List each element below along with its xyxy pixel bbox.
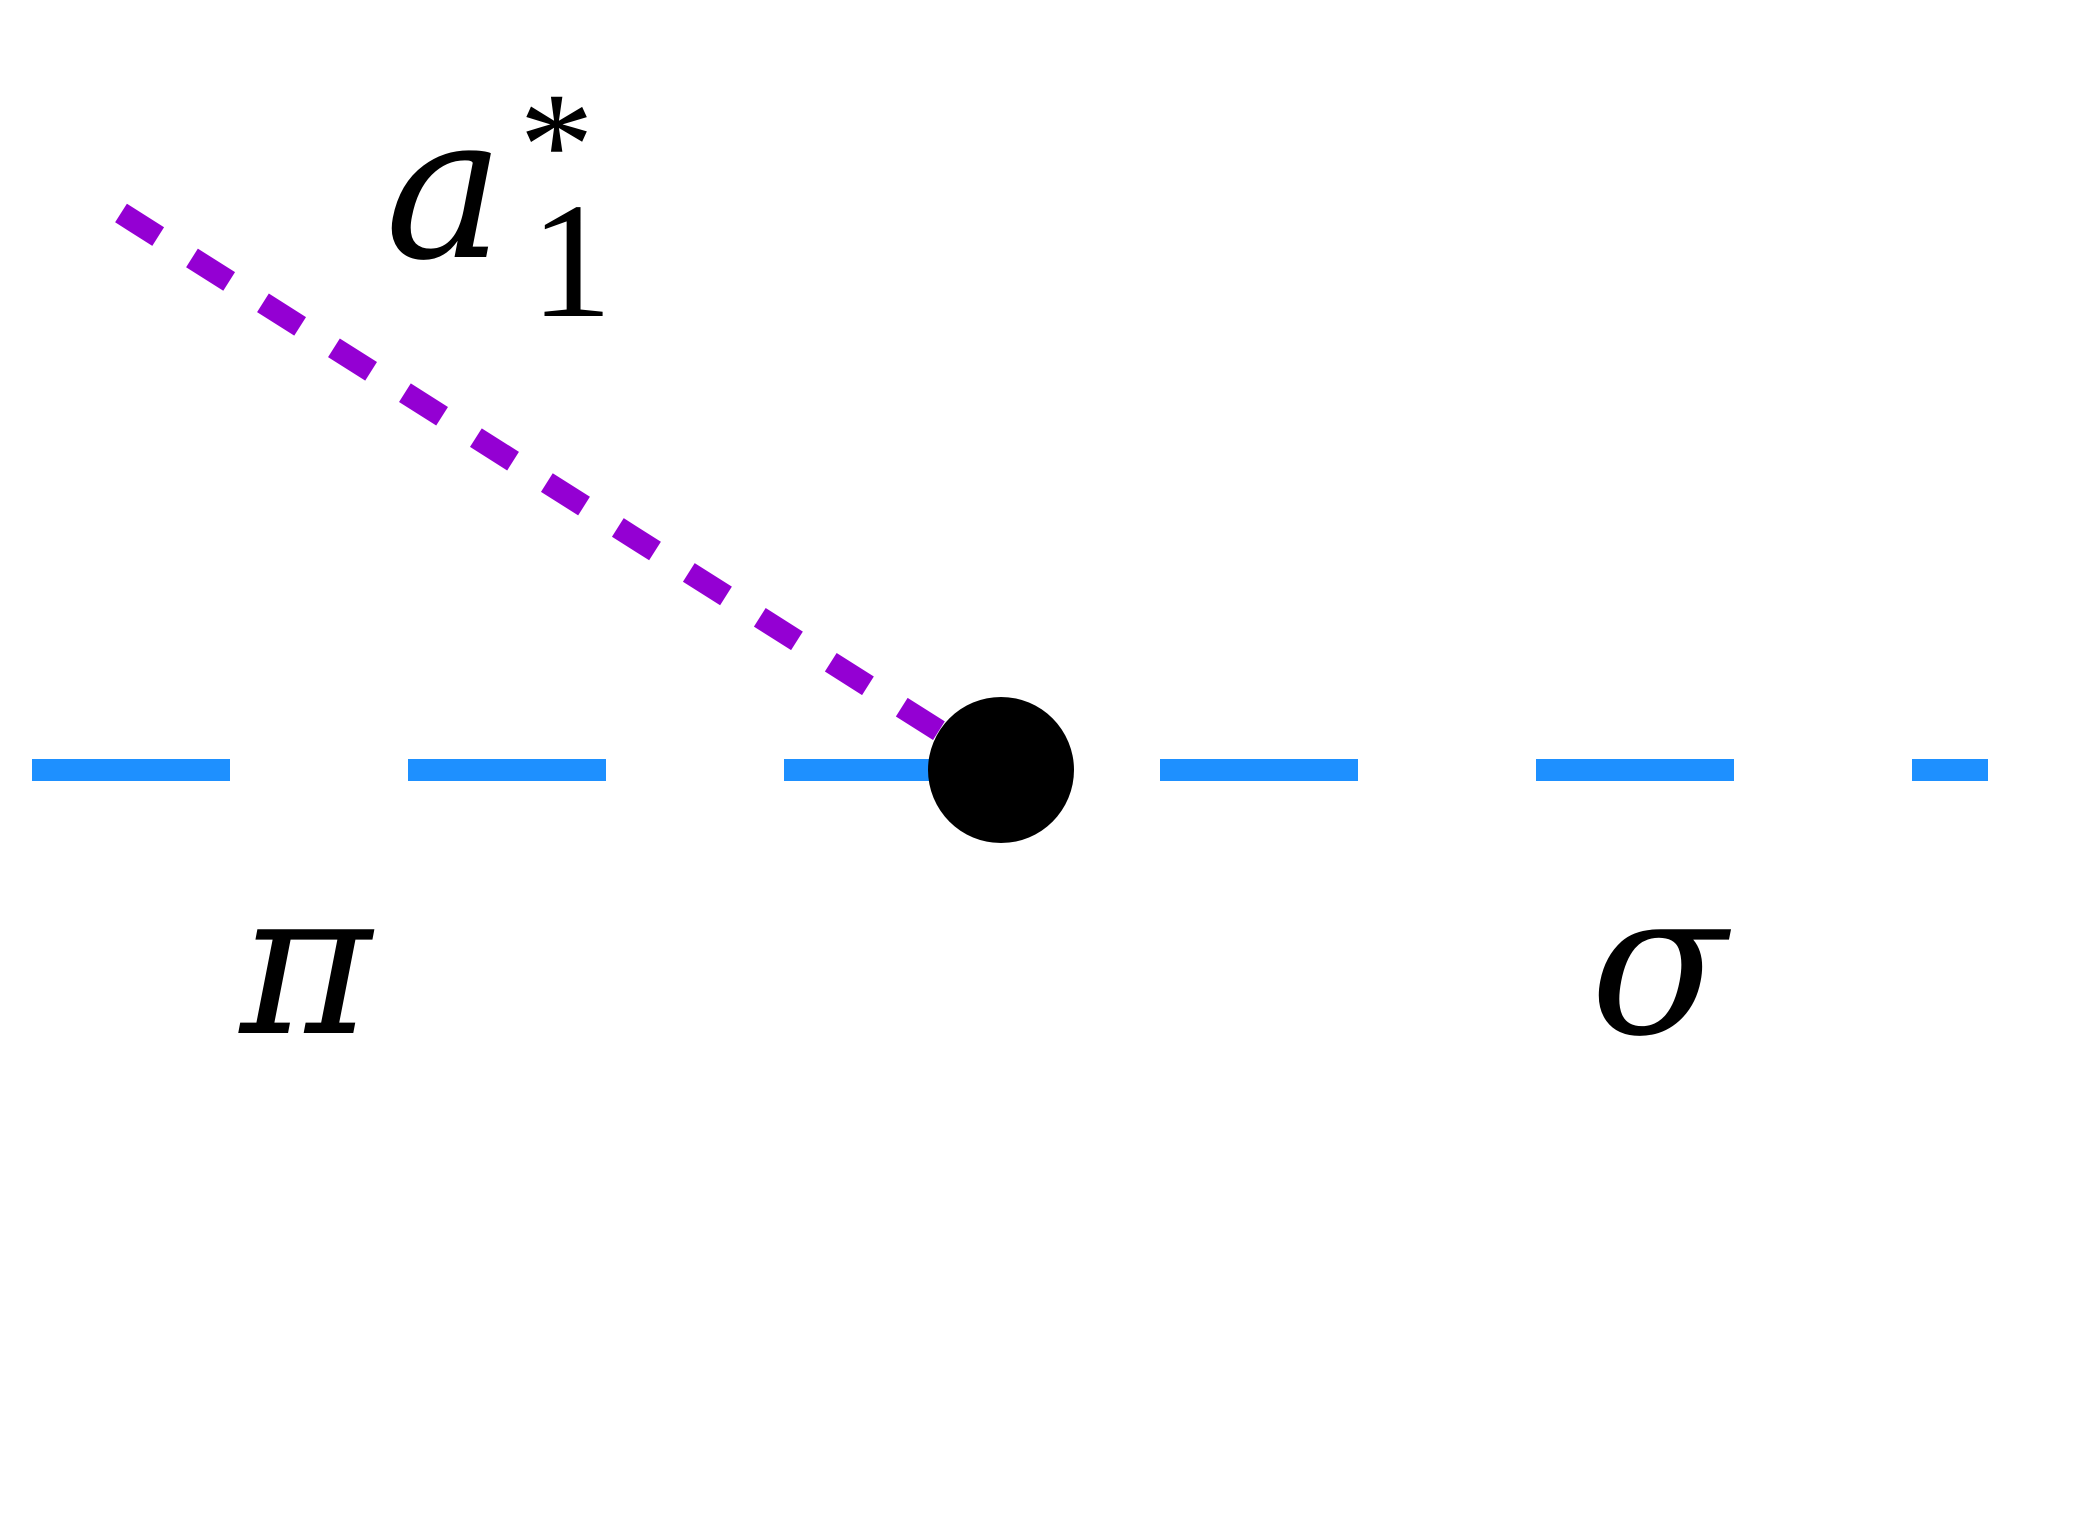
- incoming-particle-superscript: *: [519, 62, 594, 228]
- pi-label: π: [238, 848, 375, 1081]
- a1-star-dashed-line: [115, 203, 1007, 780]
- interaction-vertex: [928, 697, 1074, 843]
- incoming-particle-label: a: [385, 72, 504, 305]
- sigma-label: σ: [1590, 848, 1732, 1081]
- incoming-particle-subscript: 1: [530, 169, 613, 352]
